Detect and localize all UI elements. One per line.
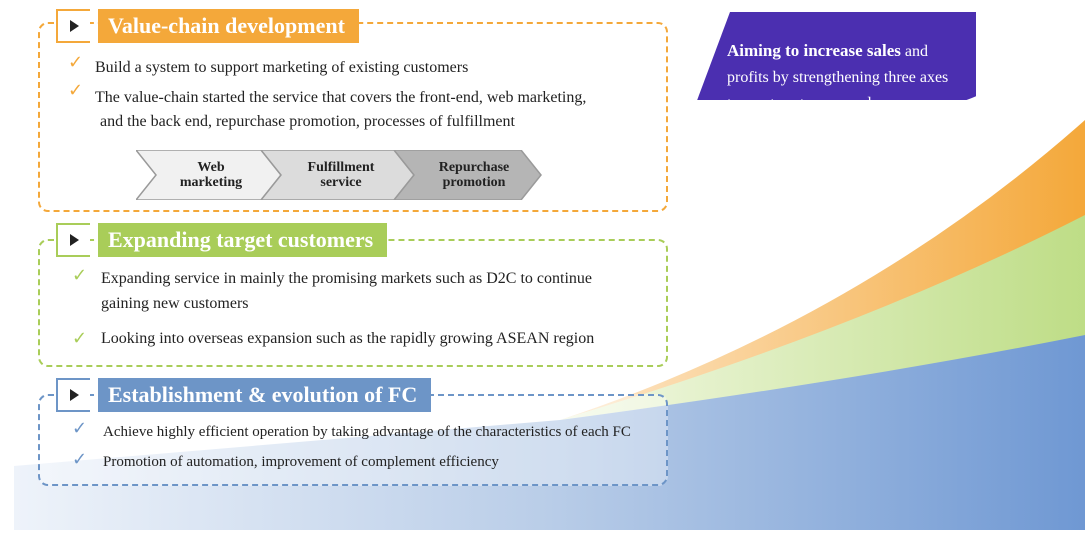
- checkmark-icon: ✓: [68, 80, 84, 101]
- bullet-text: Looking into overseas expansion such as …: [101, 330, 595, 347]
- bullet-text: The value-chain started the service that…: [95, 89, 587, 106]
- bullet-text: Expanding service in mainly the promisin…: [101, 270, 593, 287]
- flow-label-line: marketing: [179, 175, 243, 190]
- value-chain-title: Value-chain development: [98, 9, 359, 43]
- flow-label-line: Repurchase: [438, 160, 510, 175]
- value-chain-flow: [136, 150, 542, 200]
- bullet-text: Achieve highly efficient operation by ta…: [103, 424, 631, 440]
- flow-step-web-marketing: [136, 150, 282, 200]
- bullet-text: Promotion of automation, improvement of …: [103, 454, 499, 470]
- flow-label-line: Web: [197, 160, 225, 175]
- flow-step-repurchase: [393, 150, 542, 200]
- checkmark-icon: ✓: [68, 52, 84, 73]
- checkmark-icon: ✓: [72, 418, 88, 439]
- goal-highlight: Aiming to increase sales: [727, 41, 901, 60]
- flow-label-line: promotion: [442, 175, 506, 190]
- green-band: [560, 215, 1085, 420]
- play-icon: [56, 378, 90, 412]
- goal-text-line3: to meet customer needs: [727, 95, 878, 112]
- goal-box: [697, 12, 976, 100]
- fc-title: Establishment & evolution of FC: [98, 378, 432, 412]
- bullet-text-continued: gaining new customers: [101, 295, 249, 312]
- bullet-text: Build a system to support marketing of e…: [95, 59, 469, 76]
- goal-text-line1: and: [900, 43, 929, 60]
- flow-label-line: Fulfillment: [307, 160, 375, 175]
- target-customers-heading: Expanding target customers: [56, 223, 388, 257]
- goal-text: Aiming to increase sales and profits by …: [727, 38, 987, 117]
- flow-label-line: service: [320, 175, 362, 190]
- goal-box-graphic: [697, 12, 976, 100]
- bullet-text-continued: and the back end, repurchase promotion, …: [100, 113, 515, 130]
- value-chain-heading: Value-chain development: [56, 9, 359, 43]
- goal-text-line2: profits by strengthening three axes: [727, 69, 949, 86]
- blue-band: [14, 335, 1085, 530]
- fc-heading: Establishment & evolution of FC: [56, 378, 432, 412]
- checkmark-icon: ✓: [72, 265, 88, 286]
- arrow-up-right-icon: [959, 94, 976, 100]
- flow-step-fulfillment: [260, 150, 415, 200]
- target-customers-title: Expanding target customers: [98, 223, 388, 257]
- play-icon: [56, 9, 90, 43]
- checkmark-icon: ✓: [72, 449, 88, 470]
- play-icon: [56, 223, 90, 257]
- checkmark-icon: ✓: [72, 328, 88, 349]
